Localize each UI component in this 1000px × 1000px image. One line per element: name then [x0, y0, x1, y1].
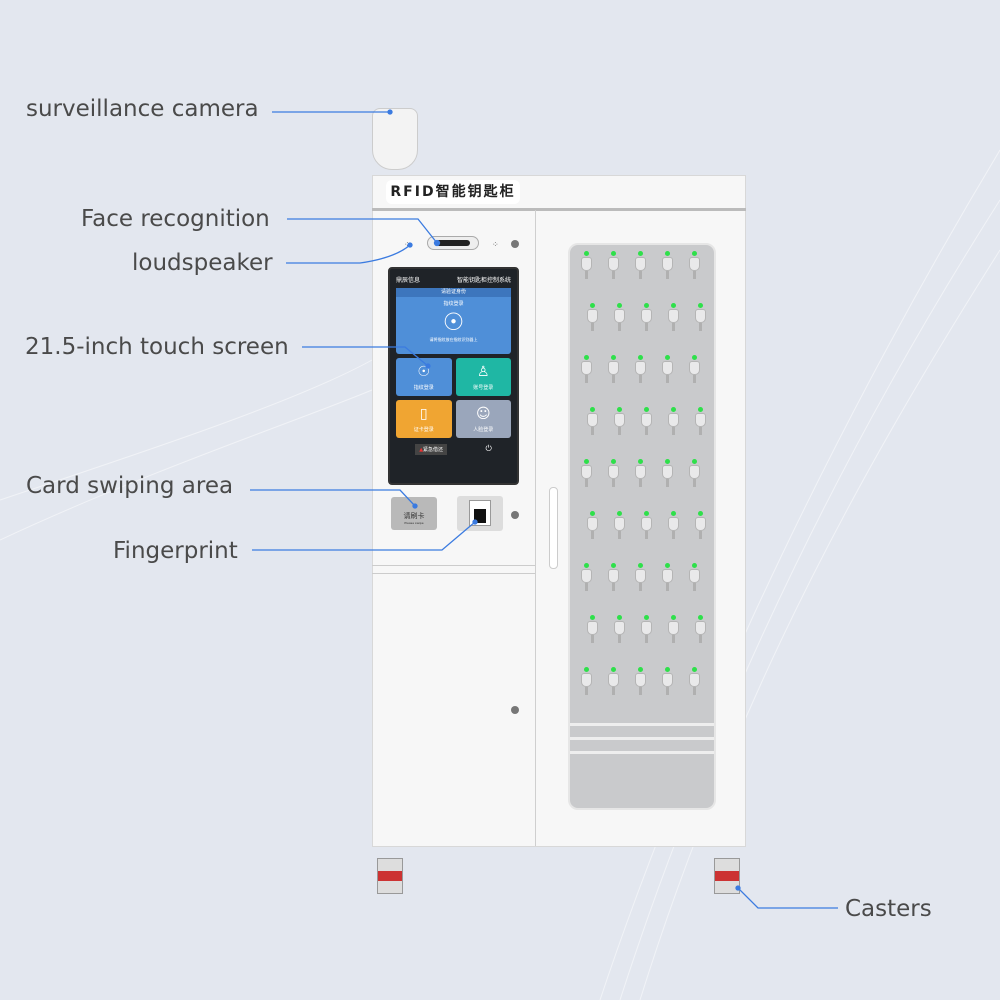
key-slot	[640, 303, 652, 331]
key-slot	[640, 615, 652, 643]
surveillance-camera	[372, 108, 418, 170]
cabinet-label: RFID智能钥匙柜	[386, 180, 520, 204]
tile-label: 证卡登录	[413, 426, 434, 433]
warning-icon: ▲	[419, 447, 424, 453]
main-option: 指纹登录	[443, 301, 464, 307]
user-icon: ♙	[476, 363, 490, 380]
key-slot	[688, 251, 700, 279]
key-slot	[661, 563, 673, 591]
card-reader-sublabel: Please swipe	[404, 521, 424, 525]
key-slot	[580, 251, 592, 279]
key-slot	[580, 563, 592, 591]
key-slot	[667, 407, 679, 435]
key-slot	[694, 615, 706, 643]
key-slot	[607, 251, 619, 279]
shelf	[570, 751, 714, 754]
tile-label: 人脸登录	[473, 426, 494, 433]
glass-door[interactable]	[535, 210, 746, 846]
speaker-icon: ⁘	[404, 240, 411, 249]
key-slot	[607, 355, 619, 383]
power-icon[interactable]: ⏻	[485, 444, 492, 453]
fingerprint-reader[interactable]	[457, 496, 503, 531]
tile-card-login[interactable]: ▯ 证卡登录	[396, 400, 452, 438]
key-slot	[661, 355, 673, 383]
key-slot	[667, 303, 679, 331]
key-slot	[586, 511, 598, 539]
emergency-button[interactable]: ▲紧急借还	[415, 444, 448, 455]
label-face-recognition: Face recognition	[81, 206, 270, 232]
door-handle[interactable]	[549, 487, 558, 569]
key-slot	[586, 303, 598, 331]
key-slot	[634, 667, 646, 695]
label-touch-screen: 21.5-inch touch screen	[25, 334, 289, 360]
hint-text: 请将指纹放在指纹识别器上	[429, 337, 478, 342]
label-fingerprint: Fingerprint	[113, 538, 238, 564]
key-slot	[580, 667, 592, 695]
card-reader-label: 请刷卡	[403, 512, 425, 520]
fingerprint-login-panel[interactable]: 请验证身份 指纹登录 ☉ 请将指纹放在指纹识别器上	[396, 288, 511, 354]
key-slot	[580, 459, 592, 487]
key-slot	[667, 511, 679, 539]
card-icon: ▯	[419, 405, 428, 422]
key-slot	[694, 303, 706, 331]
key-slot	[640, 511, 652, 539]
key-slot	[580, 355, 592, 383]
card-swiping-area[interactable]: 请刷卡 Please swipe	[391, 497, 437, 530]
key-slot	[694, 407, 706, 435]
touch-screen[interactable]: 鼎辰信息智能钥匙柜控制系统 请验证身份 指纹登录 ☉ 请将指纹放在指纹识别器上 …	[388, 267, 519, 485]
key-slot	[613, 615, 625, 643]
system-title: 智能钥匙柜控制系统	[456, 277, 511, 284]
face-recognition-module	[427, 236, 479, 250]
key-slot	[586, 407, 598, 435]
caster-right	[714, 858, 740, 894]
key-slot	[688, 667, 700, 695]
key-slot	[661, 251, 673, 279]
fingerprint-icon: ☉	[442, 308, 465, 336]
key-slot	[688, 355, 700, 383]
speaker-icon: ⁘	[492, 240, 499, 249]
lock-hole	[511, 706, 519, 714]
key-slot	[586, 615, 598, 643]
key-slot	[688, 459, 700, 487]
key-slot	[661, 459, 673, 487]
label-loudspeaker: loudspeaker	[132, 250, 273, 276]
fingerprint-icon: ☉	[417, 363, 431, 380]
tile-account-login[interactable]: ♙ 账号登录	[455, 358, 511, 396]
key-slot	[634, 563, 646, 591]
label-card-swiping: Card swiping area	[26, 473, 234, 499]
key-slot	[607, 459, 619, 487]
indicator-light	[511, 511, 519, 519]
tile-face-login[interactable]: ☺ 人脸登录	[455, 400, 511, 438]
emergency-label: 紧急借还	[423, 447, 444, 453]
panel-divider	[372, 565, 535, 574]
top-band	[372, 208, 746, 211]
brand-logo: 鼎辰信息	[396, 277, 421, 284]
label-surveillance-camera: surveillance camera	[26, 96, 259, 122]
caster-left	[377, 858, 403, 894]
key-slot	[688, 563, 700, 591]
tile-label: 指纹登录	[413, 384, 434, 391]
verify-prompt: 请验证身份	[396, 288, 511, 297]
label-casters: Casters	[845, 896, 932, 922]
key-slot	[667, 615, 679, 643]
shelf	[570, 723, 714, 726]
key-slot	[661, 667, 673, 695]
indicator-light	[511, 240, 519, 248]
key-slot	[607, 667, 619, 695]
key-storage-window	[568, 243, 716, 810]
key-slot	[634, 355, 646, 383]
key-slot	[634, 459, 646, 487]
key-slot	[613, 303, 625, 331]
key-slot	[640, 407, 652, 435]
tile-fingerprint-login[interactable]: ☉ 指纹登录	[396, 358, 452, 396]
tile-label: 账号登录	[473, 384, 494, 391]
key-slot	[634, 251, 646, 279]
shelf	[570, 737, 714, 740]
face-icon: ☺	[475, 405, 491, 422]
key-slot	[613, 407, 625, 435]
key-slot	[607, 563, 619, 591]
key-slot	[694, 511, 706, 539]
key-slot	[613, 511, 625, 539]
